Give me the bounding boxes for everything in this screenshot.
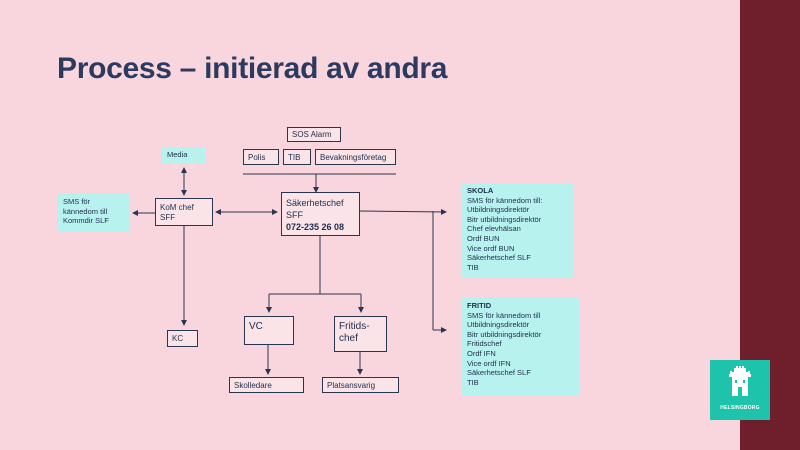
helsingborg-logo: HELSINGBORG	[710, 360, 770, 420]
tib-box: TIB	[283, 149, 311, 165]
fritid-line: Säkerhetschef SLF	[467, 368, 531, 378]
bevakningsforetag-box: Bevakningsföretag	[315, 149, 396, 165]
skola-line: Vice ordf BUN	[467, 243, 515, 253]
fritidschef-line: chef	[339, 333, 358, 344]
kom-chef-box: KoM chef SFF	[155, 198, 213, 226]
kom-chef-line: SFF	[160, 213, 176, 222]
media-box: Media	[162, 147, 206, 164]
skola-line: Säkerhetschef SLF	[467, 253, 531, 263]
sms-kommdir-line: Kommdir SLF	[63, 216, 109, 226]
sms-kommdir-line: kännedom till	[63, 206, 108, 216]
kc-box: KC	[167, 330, 198, 347]
sos-alarm-box: SOS Alarm	[287, 127, 341, 142]
castle-icon	[729, 366, 751, 396]
sakerhetschef-org: SFF	[286, 210, 303, 220]
sakerhetschef-title: Säkerhetschef	[286, 198, 344, 208]
page-title: Process – initierad av andra	[57, 52, 448, 85]
connector-lines	[132, 167, 447, 375]
fritid-line: Utbildningsdirektör	[467, 320, 530, 330]
fritid-line: TIB	[467, 377, 479, 387]
skola-line: TIB	[467, 262, 479, 272]
vc-box: VC	[244, 316, 294, 345]
skola-heading: SKOLA	[467, 186, 494, 195]
polis-box: Polis	[243, 149, 279, 165]
sakerhetschef-phone: 072-235 26 08	[286, 222, 345, 232]
fritid-line: Fritidschef	[467, 339, 502, 349]
fritid-line: Vice ordf IFN	[467, 358, 511, 368]
fritid-line: SMS för kännedom till	[467, 310, 541, 320]
fritid-box: FRITID SMS för kännedom till Utbildnings…	[462, 298, 579, 395]
skolledare-box: Skolledare	[229, 377, 304, 393]
sms-kommdir-box: SMS för kännedom till Kommdir SLF	[58, 194, 130, 232]
fritidschef-line: Fritids-	[339, 321, 370, 332]
skola-line: Ordf BUN	[467, 233, 500, 243]
skola-line: SMS för kännedom till:	[467, 195, 543, 205]
fritid-line: Bitr utbildningsdirektör	[467, 329, 542, 339]
fritidschef-box: Fritids- chef	[334, 316, 387, 352]
arrow-to-skola	[359, 208, 447, 215]
kom-chef-line: KoM chef	[160, 203, 194, 212]
skola-line: Bitr utbildningsdirektör	[467, 214, 542, 224]
platsansvarig-box: Platsansvarig	[322, 377, 399, 393]
sakerhetschef-box: Säkerhetschef SFF 072-235 26 08	[281, 192, 360, 236]
skola-line: Utbildningsdirektör	[467, 205, 530, 215]
sms-kommdir-line: SMS för	[63, 197, 91, 206]
fritid-line: Ordf IFN	[467, 348, 496, 358]
skola-box: SKOLA SMS för kännedom till: Utbildnings…	[462, 183, 574, 278]
fritid-heading: FRITID	[467, 301, 492, 310]
logo-text: HELSINGBORG	[720, 405, 760, 411]
skola-line: Chef elevhälsan	[467, 224, 521, 234]
